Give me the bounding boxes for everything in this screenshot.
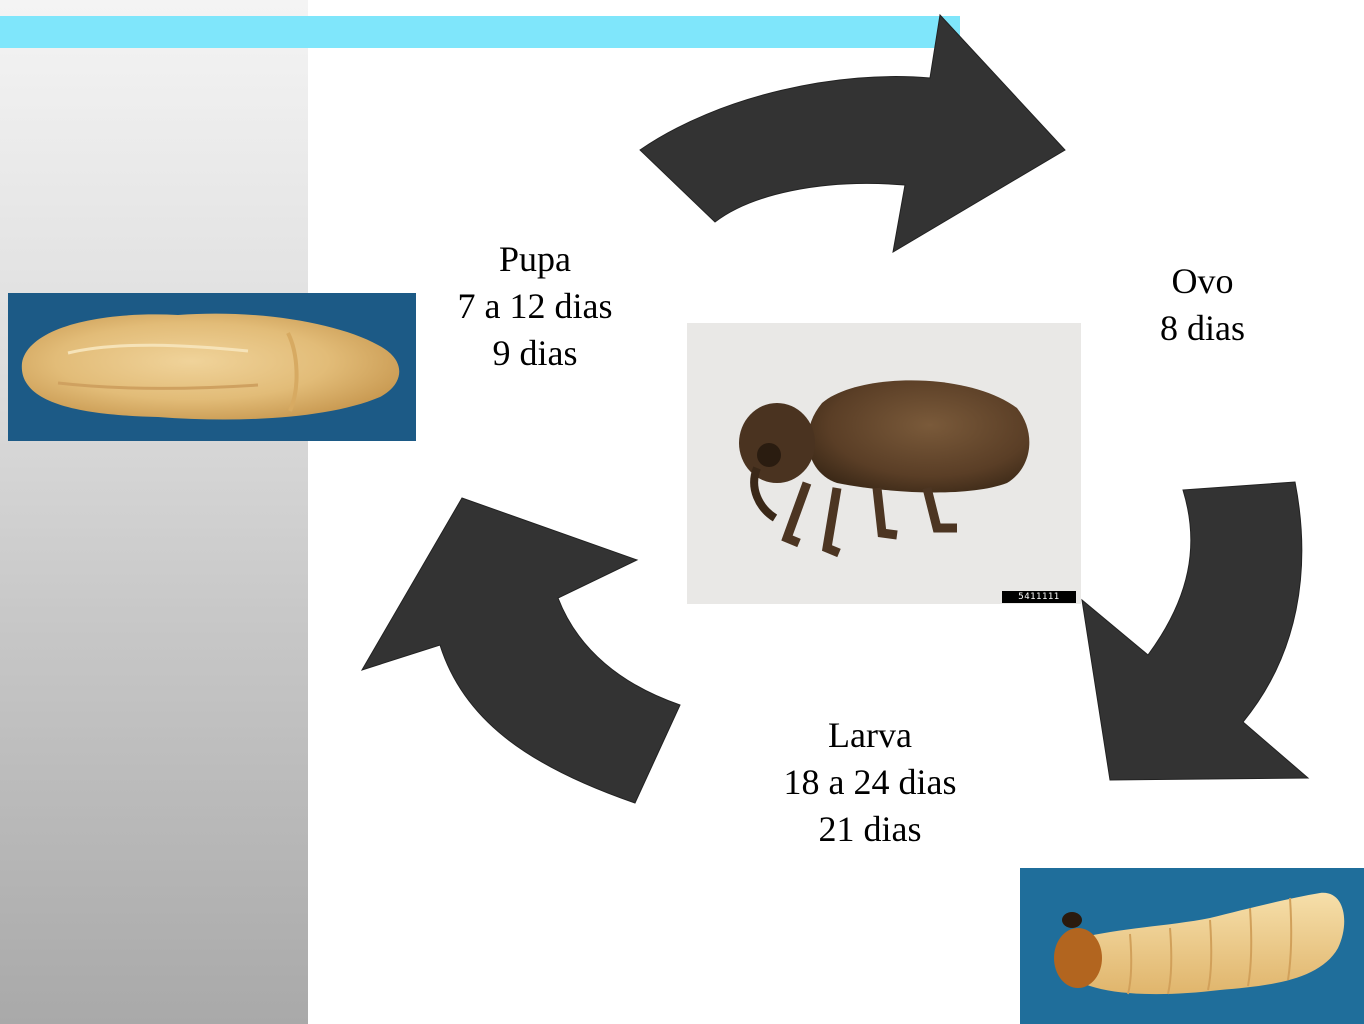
- arrow-pupa-to-ovo-icon: [640, 15, 1065, 252]
- pupa-range: 7 a 12 dias: [420, 283, 650, 330]
- pupa-stage-label: Pupa 7 a 12 dias 9 dias: [420, 236, 650, 377]
- larva-stage-label: Larva 18 a 24 dias 21 dias: [750, 712, 990, 853]
- pupa-photo: [8, 293, 416, 441]
- ovo-stage-label: Ovo 8 dias: [1120, 258, 1285, 352]
- ovo-days: 8 dias: [1120, 305, 1285, 352]
- arrow-ovo-to-larva-icon: [1082, 482, 1308, 780]
- larva-average: 21 dias: [750, 806, 990, 853]
- pupa-average: 9 dias: [420, 330, 650, 377]
- beetle-photo: 5411111: [687, 323, 1081, 604]
- larva-photo: [1020, 868, 1364, 1024]
- larva-name: Larva: [750, 712, 990, 759]
- ovo-name: Ovo: [1120, 258, 1285, 305]
- pupa-name: Pupa: [420, 236, 650, 283]
- larva-range: 18 a 24 dias: [750, 759, 990, 806]
- arrow-larva-to-pupa-icon: [362, 498, 680, 803]
- image-id-tag: 5411111: [1002, 591, 1076, 603]
